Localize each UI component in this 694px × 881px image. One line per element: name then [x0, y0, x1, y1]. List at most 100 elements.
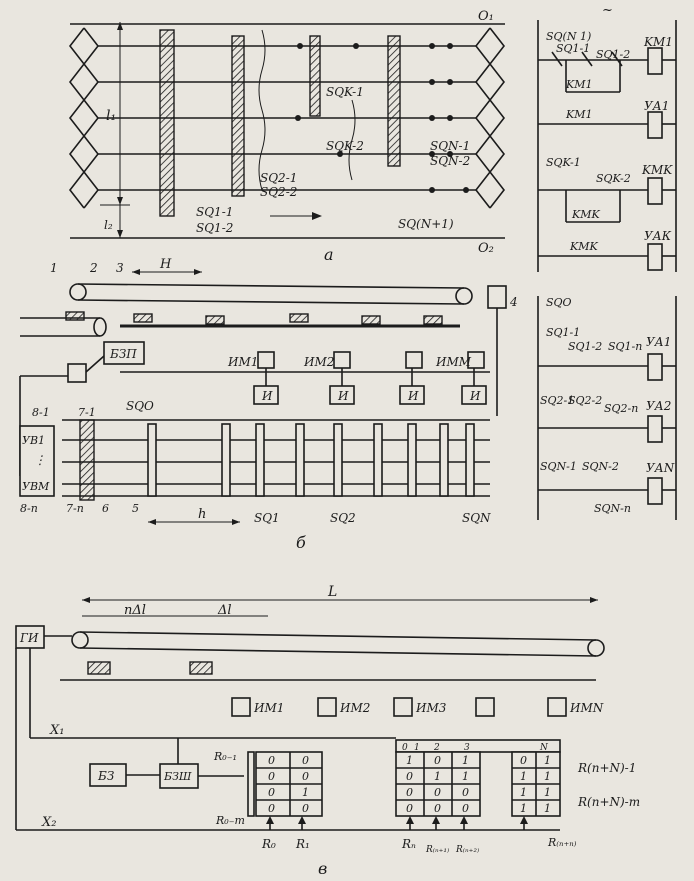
- rm-0-2: 1: [462, 754, 469, 767]
- rm-3-0: 0: [406, 802, 413, 815]
- v-im3-label: ИМ3: [415, 701, 447, 715]
- r0m-label: R₀₋m: [215, 814, 245, 827]
- im1-label: ИМ1: [227, 355, 258, 369]
- contact-km1b-label: KM1: [565, 108, 592, 121]
- imm-label: ИММ: [435, 355, 472, 369]
- right-diamond-chain: [474, 27, 506, 209]
- rl-1-0: 0: [268, 770, 275, 783]
- row3-c1: SQN-1: [540, 460, 577, 473]
- v-im1-label: ИМ1: [253, 701, 284, 715]
- sensor-block: [67, 363, 87, 383]
- row1-c2: SQ1-2: [568, 340, 602, 353]
- contact-km1-label: KM1: [565, 78, 592, 91]
- bus-o1-label: O₁: [478, 9, 494, 24]
- register-right: 0 1 1 1 1 1 1 1: [511, 751, 561, 817]
- row1-c1: SQ1-1: [546, 326, 580, 339]
- sensor-sqk1-label: SQK-1: [326, 85, 364, 99]
- diagram-v: L nΔl Δl ГИ X₁ X₂ ИМ1 ИМ2 ИМ3 ИМN БЗ: [15, 584, 640, 878]
- coil-ya2: [647, 415, 663, 443]
- v-im2-label: ИМ2: [339, 701, 370, 715]
- bl-rnn: R₍ₙ₊ₙ₎: [547, 836, 577, 849]
- sqn-label: SQN: [462, 511, 491, 525]
- gi-label: ГИ: [19, 631, 39, 645]
- rl-0-1: 0: [302, 754, 309, 767]
- sqo-label: SQO: [126, 399, 154, 413]
- rl-0-0: 0: [268, 754, 275, 767]
- bz-label: БЗ: [97, 769, 114, 783]
- and-gate-4-label: И: [469, 389, 481, 403]
- ac-symbol: ~: [602, 3, 613, 18]
- sorting-bar-2: [231, 35, 245, 197]
- bl-rn: Rₙ: [401, 837, 416, 851]
- reg-top-1: 1: [414, 743, 420, 753]
- num-7-n: 7-n: [66, 502, 84, 515]
- bl-rn2: R₍ₙ₊₂₎: [455, 845, 479, 855]
- coil-km1: [647, 47, 663, 75]
- caption-b: б: [296, 533, 306, 552]
- coil-km1-label: KM1: [643, 35, 673, 49]
- contact-sq12-label: SQ1-2: [596, 48, 630, 61]
- dim-l2-label: l₂: [104, 218, 113, 232]
- rm-2-0: 0: [406, 786, 413, 799]
- dim-ndl-label: nΔl: [124, 603, 146, 618]
- register-top: [395, 739, 561, 753]
- ladder-sqo-label: SQO: [546, 296, 572, 309]
- dim-l1-label: l₁: [106, 108, 116, 124]
- ladder-top: ~ SQ(N 1) SQ1-1 SQ1-2 KM1 KM1 KM1 УА1 SQ…: [537, 3, 677, 272]
- dim-h-label: h: [198, 507, 206, 522]
- v-im4-box: [475, 697, 495, 717]
- row2-coil: УА2: [646, 399, 671, 413]
- row3-c2: SQN-2: [582, 460, 619, 473]
- coil-yan: [647, 477, 663, 505]
- and-gate-2-label: И: [337, 389, 349, 403]
- sq1-label: SQ1: [254, 511, 280, 525]
- bzp-label: БЗП: [109, 347, 137, 361]
- uv-block: [19, 425, 55, 497]
- reg-top-2: 2: [433, 743, 440, 753]
- left-diamond-chain: [68, 27, 100, 209]
- im1-box: [257, 351, 275, 369]
- row3-coil: УАN: [646, 461, 675, 475]
- rr-1-1: 1: [544, 770, 551, 783]
- im2-label: ИМ2: [303, 355, 334, 369]
- num-8-1: 8-1: [32, 406, 50, 419]
- caption-a: а: [324, 245, 334, 264]
- row1-c3: SQ1-n: [608, 340, 642, 353]
- sensor-sq11-label: SQ1-1: [196, 205, 233, 219]
- rr-2-0: 1: [520, 786, 527, 799]
- bzsh-label: БЗШ: [163, 770, 192, 783]
- rr-1-0: 1: [520, 770, 527, 783]
- rm-1-1: 1: [434, 770, 441, 783]
- im2-box: [333, 351, 351, 369]
- row2-c1: SQ2-1: [540, 394, 574, 407]
- dim-L-label: L: [327, 584, 337, 600]
- row2-c3: SQ2-n: [604, 402, 638, 415]
- sorting-bar-n: [387, 35, 401, 167]
- v-imn-label: ИМN: [569, 701, 604, 715]
- junction-dots: [295, 43, 469, 193]
- coil-ya1-label: УА1: [644, 99, 669, 113]
- rnm-label: R(n+N)-m: [577, 795, 640, 809]
- imm-box: [405, 351, 423, 369]
- v-im3-box: [393, 697, 413, 717]
- rr-3-1: 1: [544, 802, 551, 815]
- and-gate-3-label: И: [407, 389, 419, 403]
- diagram-b: H 1 2 3 4 ИМ1 ИМ2 ИММ И И И И БЗП: [19, 257, 518, 552]
- sensor-sq12-label: SQ1-2: [196, 221, 233, 235]
- and-gate-1-label: И: [261, 389, 273, 403]
- sq2-label: SQ2: [330, 511, 356, 525]
- bottom-arrows: [266, 816, 528, 830]
- rm-1-2: 1: [462, 770, 469, 783]
- register-left: 0 0 0 0 0 1 0 0: [255, 751, 323, 817]
- contact-sq11-label: SQ1-1: [556, 42, 590, 55]
- x2-label: X₂: [41, 815, 56, 830]
- contact-sqk1-label: SQK-1: [546, 156, 581, 169]
- v-im1-box: [231, 697, 251, 717]
- rm-3-2: 0: [462, 802, 469, 815]
- rm-2-1: 0: [434, 786, 441, 799]
- rm-0-1: 0: [434, 754, 441, 767]
- rr-0-1: 1: [544, 754, 551, 767]
- reg-top-0: 0: [402, 743, 408, 753]
